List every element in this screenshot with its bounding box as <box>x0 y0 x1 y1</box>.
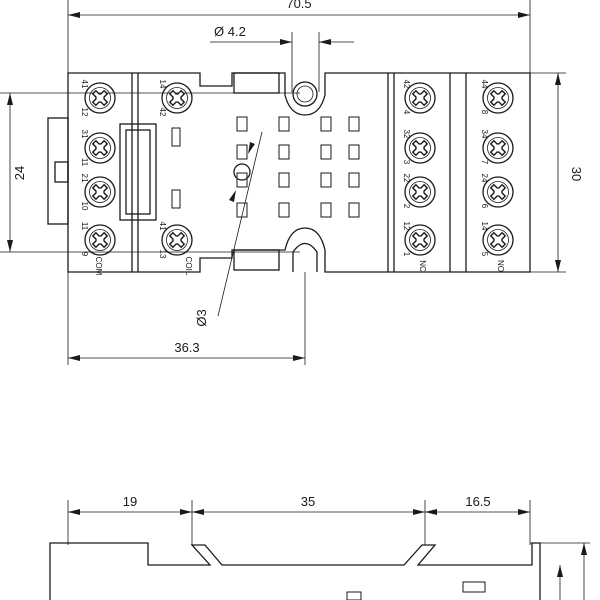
dim-height-left-label: 24 <box>12 166 27 180</box>
terminal-number: 13 <box>158 250 167 259</box>
pin-slot <box>236 202 248 218</box>
dim-offset-label: 36.3 <box>174 340 199 355</box>
terminal-number: 10 <box>80 202 89 211</box>
terminal-number: 44 <box>480 80 489 89</box>
terminal-number: 41 <box>158 222 167 231</box>
terminal-number: 14 <box>158 80 167 89</box>
dim-side-c-label: 16.5 <box>465 494 490 509</box>
terminal-number: 6 <box>480 204 489 209</box>
terminal-number: COIL <box>184 257 193 276</box>
dim-height-right-label: 30 <box>569 167 584 181</box>
pin-slot <box>320 116 332 132</box>
terminal-number: 22 <box>402 174 411 183</box>
pin-slot <box>320 172 332 188</box>
terminal-number: 4 <box>402 110 411 115</box>
terminal-number: NO <box>496 260 505 272</box>
pin-slot <box>348 116 360 132</box>
pin-slot <box>348 202 360 218</box>
pin-slot <box>348 172 360 188</box>
terminal-number: 41 <box>80 80 89 89</box>
socket-side-view <box>49 542 590 600</box>
terminal-number: 34 <box>480 130 489 139</box>
pin-slot <box>236 144 248 160</box>
pin-grid <box>236 116 360 218</box>
pin-slot <box>320 202 332 218</box>
socket-top-view <box>47 72 531 317</box>
terminal-number: 1 <box>402 252 411 257</box>
dim-side-a-label: 19 <box>123 494 137 509</box>
pin-slot <box>278 172 290 188</box>
pin-slot <box>278 202 290 218</box>
dim-offset: 36.3 <box>67 272 306 365</box>
terminal-number: 3 <box>402 160 411 165</box>
terminal-number: COM <box>94 257 103 276</box>
terminal-number: NC <box>418 260 427 272</box>
terminal-number: 42 <box>402 80 411 89</box>
terminal-number: 32 <box>402 130 411 139</box>
terminal-number: 5 <box>480 252 489 257</box>
terminal-number: 14 <box>480 222 489 231</box>
terminal-number: 31 <box>80 130 89 139</box>
terminal-number: 8 <box>480 110 489 115</box>
dim-hole-diameter: Ø 4.2 <box>210 24 354 92</box>
terminal-number: 42 <box>158 108 167 117</box>
terminal-number: 12 <box>80 108 89 117</box>
terminal-number: 2 <box>402 204 411 209</box>
pin-slot <box>236 172 248 188</box>
dim-hole-diameter-label: Ø 4.2 <box>214 24 246 39</box>
terminal-number: 9 <box>80 252 89 257</box>
terminal-number: 24 <box>480 174 489 183</box>
dim-total-width: 70.5 <box>67 0 531 75</box>
terminal-number: 12 <box>402 222 411 231</box>
dim-side-view: 19 35 16.5 <box>67 494 531 545</box>
pin-slot <box>278 144 290 160</box>
pin-slot <box>320 144 332 160</box>
pin-slot <box>278 116 290 132</box>
pin-slot <box>236 116 248 132</box>
dim-height-right: 30 <box>528 72 584 273</box>
pin-slot <box>348 144 360 160</box>
terminal-number: 21 <box>80 174 89 183</box>
dim-total-width-label: 70.5 <box>286 0 311 11</box>
dim-small-hole-label: Ø3 <box>194 309 209 326</box>
terminal-number: 11 <box>80 158 89 167</box>
terminal-number: 7 <box>480 160 489 165</box>
dim-side-b-label: 35 <box>301 494 315 509</box>
terminal-number: 11 <box>80 222 89 231</box>
